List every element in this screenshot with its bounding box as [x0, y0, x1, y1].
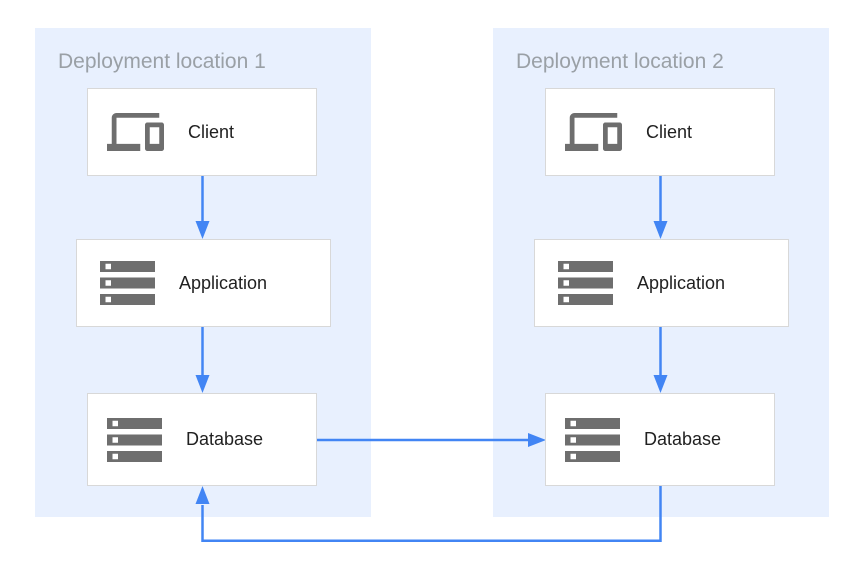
- server-stack-icon: [565, 417, 620, 462]
- server-stack-icon: [100, 261, 155, 305]
- node-label: Client: [188, 121, 235, 142]
- devices-icon: [107, 113, 164, 151]
- node-label: Database: [644, 429, 722, 449]
- node-database-2: Database: [545, 393, 775, 486]
- server-stack-icon: [107, 417, 162, 462]
- node-client-1: Client: [87, 88, 317, 176]
- node-label: Application: [637, 272, 726, 293]
- node-client-2: Client: [545, 88, 775, 176]
- node-database-1: Database: [87, 393, 317, 486]
- panel-title: Deployment location 1: [58, 50, 266, 73]
- node-label: Client: [646, 121, 693, 142]
- node-label: Database: [186, 429, 264, 449]
- node-application-2: Application: [534, 239, 789, 327]
- node-label: Application: [179, 272, 268, 293]
- panel-title: Deployment location 2: [516, 50, 724, 73]
- node-application-1: Application: [76, 239, 331, 327]
- server-stack-icon: [558, 261, 613, 305]
- devices-icon: [565, 113, 622, 151]
